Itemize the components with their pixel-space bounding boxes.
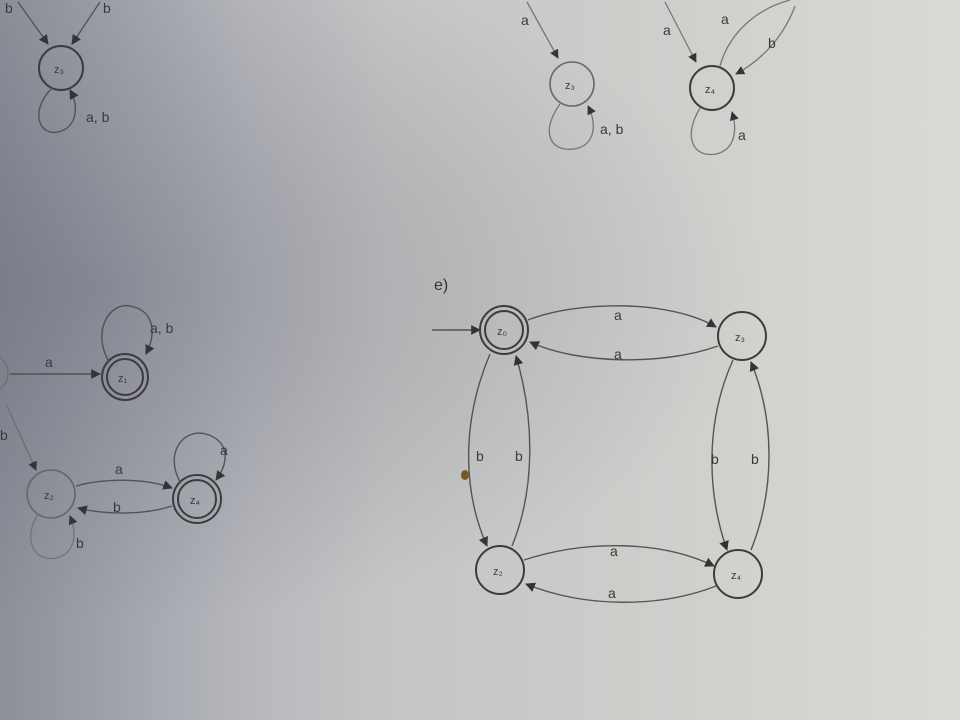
edge-b-in [735, 5, 796, 75]
state-label: z₄ [190, 495, 201, 507]
state-label: z₄ [705, 84, 716, 96]
edge-label: b [515, 448, 523, 464]
edge-label: a [220, 442, 228, 458]
edge-z2-z0 [511, 355, 531, 547]
state-label: z₃ [54, 64, 64, 76]
edge-b-right [71, 1, 101, 45]
edge-a-out [719, 0, 791, 67]
state-label: z₂ [44, 490, 54, 502]
edge-label: b [0, 427, 8, 443]
edge-z2-z4 [75, 479, 173, 490]
edge-label: b [5, 0, 13, 16]
state-label: z₂ [493, 566, 503, 578]
edge-z3-z4 [711, 359, 734, 551]
edge-label: b [751, 451, 759, 467]
state-label: z₄ [731, 570, 742, 582]
state-z3 [38, 45, 84, 91]
state-label: z₃ [735, 332, 745, 344]
edge-label: a [608, 585, 616, 601]
edge-z2-z4 [523, 544, 715, 567]
edge-label: a [721, 11, 729, 27]
edge-label: a, b [150, 320, 174, 336]
edge-z3-z0 [529, 341, 719, 361]
ink-speck [461, 470, 469, 480]
top-right-fragment: a z₃ a, b a a b z₄ a [521, 0, 796, 156]
edge-z4-z2 [525, 582, 717, 603]
diagram-e: e) z₀ z₃ z₂ z₄ a a b b b b a a [432, 277, 770, 603]
self-loop [548, 103, 596, 150]
edge-label: a [663, 22, 671, 38]
state-label: z₃ [565, 80, 575, 92]
edge-label: b [768, 35, 776, 51]
state-z1-outer [101, 353, 149, 401]
state-z2 [26, 469, 76, 519]
state-z4 [713, 549, 763, 599]
edge-label: b [476, 448, 484, 464]
edge-z4-z3 [749, 361, 770, 551]
top-left-fragment: b b z₃ a, b [5, 0, 111, 133]
state-z0-inner [484, 310, 524, 350]
self-loop [38, 87, 79, 133]
self-loop [101, 305, 155, 361]
edge-a [526, 1, 559, 59]
edge-label: b [711, 451, 719, 467]
self-loop [173, 432, 226, 483]
edge-label: b [113, 499, 121, 515]
edge-label: a [610, 543, 618, 559]
part-label: e) [434, 277, 448, 294]
state-z4 [689, 65, 735, 111]
self-loop [690, 107, 739, 156]
edge-a [664, 1, 697, 63]
state-z4-inner [177, 479, 217, 519]
edge-label: a [738, 127, 746, 143]
state-z3 [717, 311, 767, 361]
edge-b-left [17, 1, 49, 45]
self-loop [30, 513, 78, 560]
partial-state [0, 356, 9, 390]
edge-label: a [521, 12, 529, 28]
state-label: z₁ [118, 373, 128, 385]
edge-label: a [614, 346, 622, 362]
state-z2 [475, 545, 525, 595]
state-label: z₀ [497, 326, 507, 338]
edge-label: a [115, 461, 123, 477]
edge-label: a [45, 354, 53, 370]
state-z1-inner [106, 358, 144, 396]
edge-label: b [103, 0, 111, 16]
edge-label: a, b [600, 121, 624, 137]
edge-z4-z2 [77, 505, 173, 515]
edge-label: a [614, 307, 622, 323]
edge-z0-z3 [527, 305, 717, 328]
edge-b [5, 403, 37, 471]
state-z0-outer [479, 305, 529, 355]
edge-label: a, b [86, 109, 110, 125]
edge-z0-z2 [467, 353, 491, 547]
state-z4-outer [172, 474, 222, 524]
state-z3 [549, 61, 595, 107]
mid-left-fragment: a z₁ a, b b z₂ b a b z₄ a [0, 305, 228, 560]
edge-label: b [76, 535, 84, 551]
